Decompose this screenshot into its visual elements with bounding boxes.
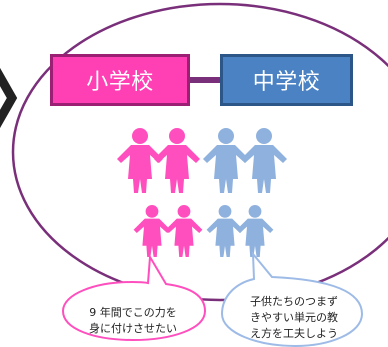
person-icon <box>203 128 249 193</box>
person-icon <box>241 128 287 193</box>
person-icon <box>165 205 203 257</box>
elementary-people-group <box>117 128 203 257</box>
speech-bubble-right-text: 子供たちのつまず きやすい単元の教 え方を工夫しよう <box>250 295 338 340</box>
junior-people-group <box>203 128 287 257</box>
elementary-school-box: 小学校 <box>50 54 190 106</box>
speech-bubble-right <box>220 251 364 347</box>
speech-bubble-left-text: 9 年間でこの力を 身に付けさせたい <box>89 306 177 335</box>
person-icon <box>133 205 171 257</box>
elementary-school-label: 小学校 <box>86 70 154 95</box>
speech-bubble-left <box>61 253 207 342</box>
junior-high-school-box: 中学校 <box>220 54 353 106</box>
arrow-icon <box>0 67 18 129</box>
outer-ellipse <box>11 2 388 302</box>
junior-high-school-label: 中学校 <box>252 70 321 95</box>
